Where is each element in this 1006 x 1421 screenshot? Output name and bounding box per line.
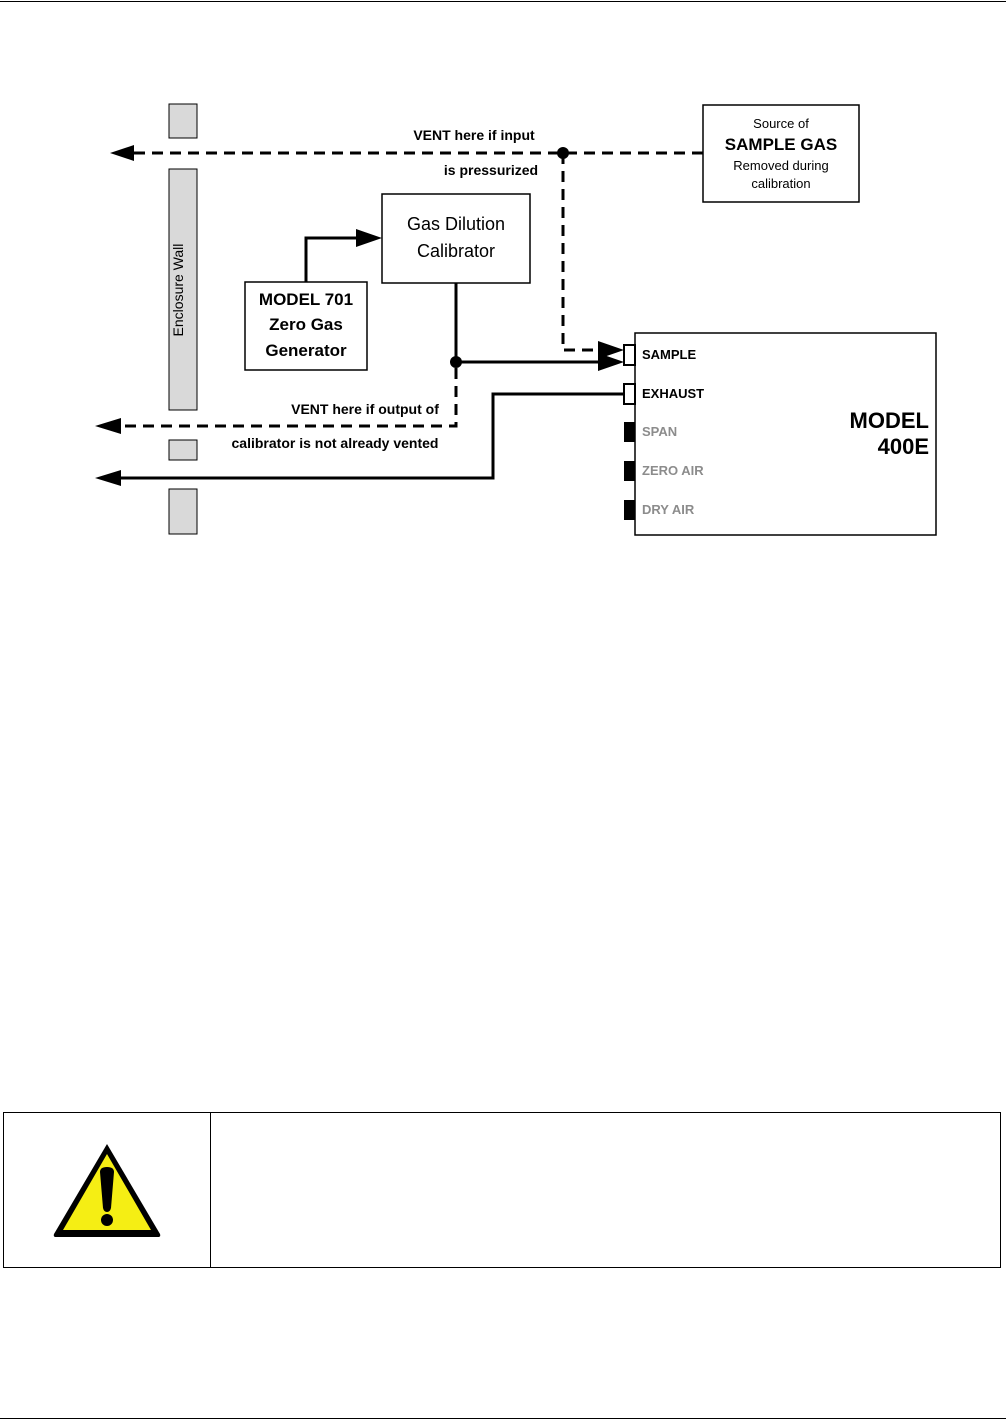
calibrator-line1: Gas Dilution <box>407 214 505 234</box>
input-junction-dot <box>557 147 569 159</box>
calibrator-line2: Calibrator <box>417 241 495 261</box>
bottom-rule <box>0 1418 1006 1419</box>
analyzer-title-line1: MODEL <box>850 408 929 433</box>
port-zero-air <box>624 461 635 481</box>
warning-icon-cell <box>4 1113 211 1267</box>
gas-connection-diagram: Enclosure Wall VENT here if input is pre… <box>95 103 937 536</box>
zero-gas-to-calibrator-line <box>304 236 356 282</box>
port-label-span: SPAN <box>642 424 677 439</box>
zero-gas-line3: Generator <box>265 341 347 360</box>
wall-segment-bottom <box>168 488 198 535</box>
output-vent-arrowhead <box>95 418 121 434</box>
port-exhaust <box>623 383 636 405</box>
vent-input-label-line2: is pressurized <box>444 162 538 178</box>
wall-segment-main <box>168 168 198 411</box>
analyzer-title-line2: 400E <box>878 434 929 459</box>
wall-segment-middle <box>168 439 198 461</box>
port-label-sample: SAMPLE <box>642 347 697 362</box>
port-label-dry-air: DRY AIR <box>642 502 695 517</box>
enclosure-wall-label: Enclosure Wall <box>170 244 186 337</box>
top-rule <box>0 1 1006 2</box>
port-label-exhaust: EXHAUST <box>642 386 704 401</box>
zero-gas-generator-box: MODEL 701 Zero Gas Generator <box>244 281 368 371</box>
model-400e-analyzer: MODEL 400E SAMPLE EXHAUST SPAN ZERO AIR … <box>623 332 937 536</box>
source-line1: Source of <box>753 116 809 131</box>
vent-input-label-line1: VENT here if input <box>413 127 535 143</box>
port-sample <box>623 344 636 366</box>
input-vent-arrowhead <box>110 145 134 161</box>
sample-solid-arrowhead <box>598 353 624 371</box>
port-label-zero-air: ZERO AIR <box>642 463 704 478</box>
sample-gas-source-box: Source of SAMPLE GAS Removed during cali… <box>702 104 860 203</box>
source-line3: Removed during <box>733 158 828 173</box>
exhaust-arrowhead <box>95 470 121 486</box>
enclosure-wall: Enclosure Wall <box>168 103 198 535</box>
input-vent-line <box>132 151 703 352</box>
output-junction-dot <box>450 356 462 368</box>
vent-output-label-line2: calibrator is not already vented <box>232 435 439 451</box>
gas-dilution-calibrator-box: Gas Dilution Calibrator <box>381 193 531 284</box>
zero-gas-line1: MODEL 701 <box>259 290 353 309</box>
vent-output-label-line1: VENT here if output of <box>291 401 439 417</box>
calibrator-output-line <box>454 283 598 364</box>
zero-gas-arrowhead <box>356 229 382 247</box>
source-line2: SAMPLE GAS <box>725 135 837 154</box>
wall-segment-top <box>168 103 198 139</box>
exhaust-line <box>120 392 624 480</box>
source-line4: calibration <box>751 176 810 191</box>
port-dry-air <box>624 500 635 520</box>
sample-dashed-arrowhead <box>598 341 624 359</box>
output-vent-line <box>120 368 458 428</box>
port-span <box>624 422 635 442</box>
warning-callout <box>3 1112 1001 1268</box>
warning-text-cell <box>211 1113 1000 1267</box>
zero-gas-line2: Zero Gas <box>269 315 343 334</box>
warning-triangle-icon <box>53 1144 161 1237</box>
